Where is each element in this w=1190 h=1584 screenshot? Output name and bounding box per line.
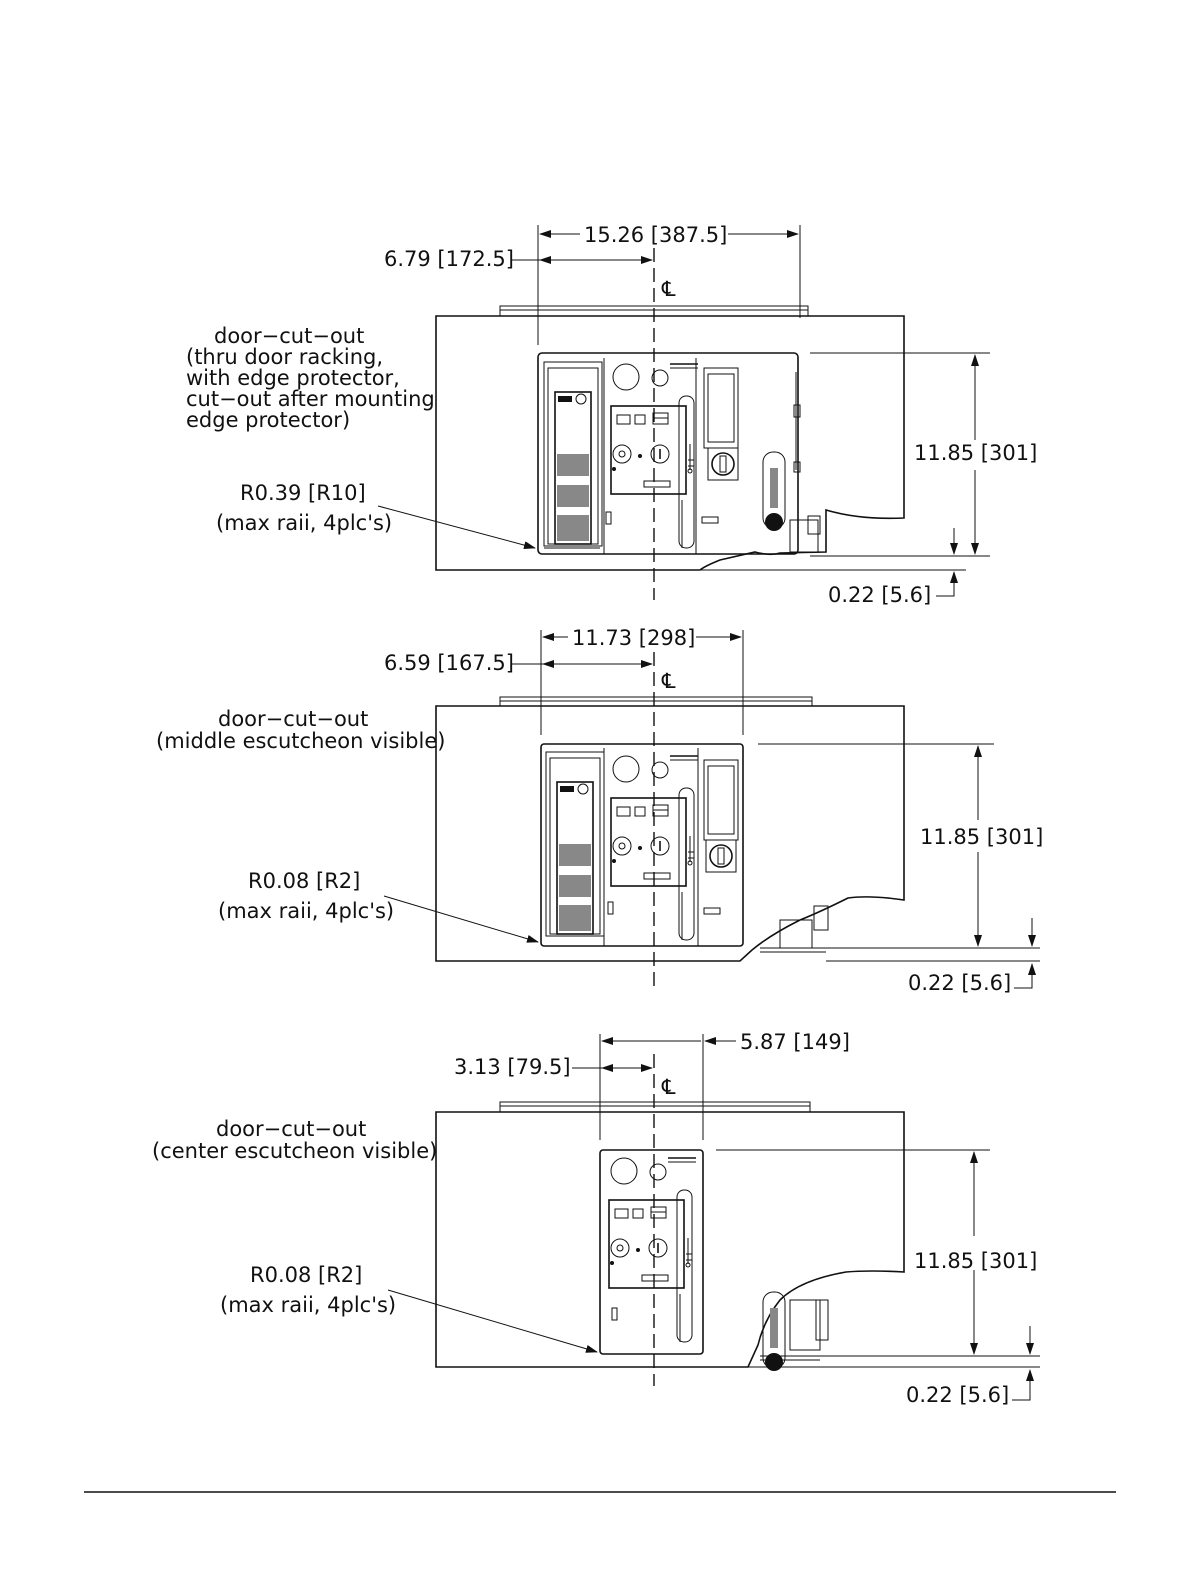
svg-text:(thru door racking,: (thru door racking,: [186, 345, 383, 369]
v3-radius-note: (max raii, 4plc's): [220, 1293, 396, 1317]
v2-door-cutout-outline: [435, 705, 905, 962]
v2-centerline-symbol: ℄: [661, 669, 676, 693]
svg-text:(middle escutcheon visible): (middle escutcheon visible): [156, 729, 445, 753]
v2-half-width: 6.59 [167.5]: [384, 651, 514, 675]
view-1-thru-door-racking: 15.26 [387.5] 6.79 [172.5] ℄: [186, 223, 1037, 607]
v2-overall-width: 11.73 [298]: [572, 626, 695, 650]
v2-radius-leader: [383, 895, 539, 943]
v3-radius: R0.08 [R2]: [250, 1263, 362, 1287]
svg-text:(center escutcheon visible): (center escutcheon visible): [152, 1139, 437, 1163]
svg-text:with edge protector,: with edge protector,: [186, 366, 400, 390]
svg-text:edge protector): edge protector): [186, 408, 350, 432]
v2-height: 11.85 [301]: [920, 825, 1043, 849]
v3-door-cutout-outline: [435, 1111, 905, 1368]
v1-half-width: 6.79 [172.5]: [384, 247, 514, 271]
view-2-middle-escutcheon: 11.73 [298] 6.59 [167.5] ℄ 11.85 [301]: [156, 626, 1043, 995]
v1-height: 11.85 [301]: [914, 441, 1037, 465]
svg-text:cut−out after mounting: cut−out after mounting: [186, 387, 435, 411]
v3-height: 11.85 [301]: [914, 1249, 1037, 1273]
v1-radius-note: (max raii, 4plc's): [216, 511, 392, 535]
v3-offset: 0.22 [5.6]: [906, 1383, 1009, 1407]
v3-centerline-symbol: ℄: [661, 1075, 676, 1099]
v1-overall-width: 15.26 [387.5]: [584, 223, 727, 247]
svg-text:door−cut−out: door−cut−out: [214, 324, 364, 348]
v2-radius: R0.08 [R2]: [248, 869, 360, 893]
view-3-center-escutcheon: 5.87 [149] 3.13 [79.5] ℄ 11.85 [301] 0.2…: [152, 1030, 1040, 1407]
v1-cutout-label: door−cut−out (thru door racking, with ed…: [186, 324, 435, 432]
v1-radius-leader: [377, 505, 536, 550]
v1-offset: 0.22 [5.6]: [828, 583, 931, 607]
v3-overall-width: 5.87 [149]: [740, 1030, 850, 1054]
v1-radius: R0.39 [R10]: [240, 481, 366, 505]
svg-text:door−cut−out: door−cut−out: [218, 707, 368, 731]
v1-centerline-symbol: ℄: [661, 277, 676, 301]
v3-cutout-label: door−cut−out (center escutcheon visible): [152, 1117, 437, 1163]
v1-door-cutout-outline: [435, 315, 905, 571]
svg-text:door−cut−out: door−cut−out: [216, 1117, 366, 1141]
v3-half-width: 3.13 [79.5]: [454, 1055, 571, 1079]
v2-offset: 0.22 [5.6]: [908, 971, 1011, 995]
v3-radius-leader: [387, 1289, 598, 1353]
v2-radius-note: (max raii, 4plc's): [218, 899, 394, 923]
v2-cutout-label: door−cut−out (middle escutcheon visible): [156, 707, 445, 753]
